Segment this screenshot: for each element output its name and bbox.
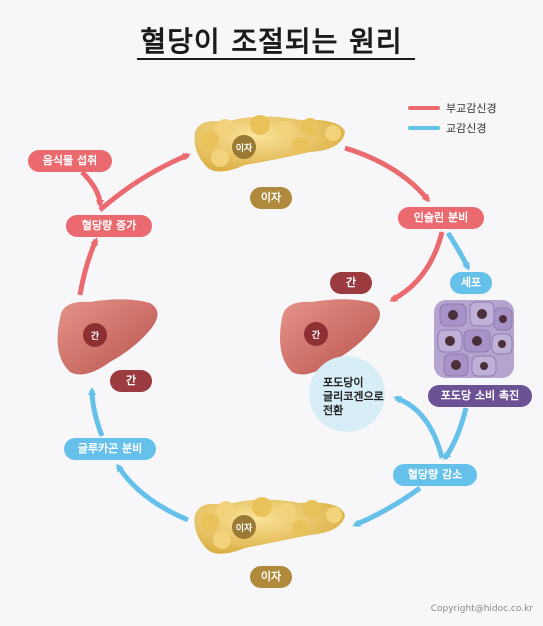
pancreas-bottom-caption: 이자 xyxy=(250,566,292,588)
conversion-line1: 포도당이 xyxy=(323,376,364,389)
arrow-pancreas-to-insulin xyxy=(344,145,430,203)
arrow-pancreas-to-glucagon xyxy=(115,463,189,523)
arrow-insulin-to-liver xyxy=(389,231,445,303)
arrow-decrease-to-pancreas xyxy=(352,485,422,528)
legend-parasympathetic-label: 부교감신경 xyxy=(446,102,497,115)
arrow-glucagon-to-liver xyxy=(88,387,105,437)
step-insulin-secretion: 인슐린 분비 xyxy=(398,207,484,229)
legend-sympathetic-label: 교감신경 xyxy=(446,122,487,135)
pancreas-bottom-illustration xyxy=(194,497,345,554)
conversion-bubble: 포도당이 글리코겐으로 전환 xyxy=(309,356,385,432)
cells-caption: 세포 xyxy=(450,272,492,294)
step-glucose-decrease: 혈당량 감소 xyxy=(393,464,477,486)
conversion-line2: 글리코겐으로 xyxy=(323,390,384,403)
pancreas-top-caption: 이자 xyxy=(250,187,292,209)
step-glucose-consumption: 포도당 소비 촉진 xyxy=(428,385,532,407)
pancreas-bottom-inner-label: 이자 xyxy=(235,524,253,534)
liver-left-inner-label: 간 xyxy=(90,332,100,342)
arrow-food-to-increase xyxy=(80,170,104,208)
liver-right-illustration xyxy=(279,299,380,375)
page-title: 혈당이 조절되는 원리 xyxy=(140,25,403,58)
pancreas-top-illustration xyxy=(194,115,345,172)
liver-right-caption: 간 xyxy=(330,272,372,294)
arrow-to-conversion xyxy=(393,395,445,459)
legend-parasympathetic-swatch xyxy=(408,106,440,110)
arrow-consumption-to-decrease xyxy=(442,407,469,461)
step-glucagon-secretion: 글루카곤 분비 xyxy=(64,438,156,460)
arrow-liver-to-increase xyxy=(77,237,99,296)
title-underline xyxy=(137,58,415,60)
arrow-insulin-to-cells xyxy=(445,231,471,271)
step-glucose-increase: 혈당량 증가 xyxy=(66,215,152,237)
liver-left-illustration xyxy=(57,299,158,375)
conversion-line3: 전환 xyxy=(323,404,344,417)
liver-left-caption: 간 xyxy=(110,370,152,392)
cells-illustration xyxy=(434,300,514,378)
copyright-text: Copyright@hidoc.co.kr xyxy=(430,604,533,614)
pancreas-top-inner-label: 이자 xyxy=(235,144,253,154)
liver-right-inner-label: 간 xyxy=(311,331,321,341)
arrow-increase-to-pancreas xyxy=(98,152,191,212)
legend-sympathetic-swatch xyxy=(408,126,440,130)
step-food-intake: 음식물 섭취 xyxy=(28,150,112,172)
